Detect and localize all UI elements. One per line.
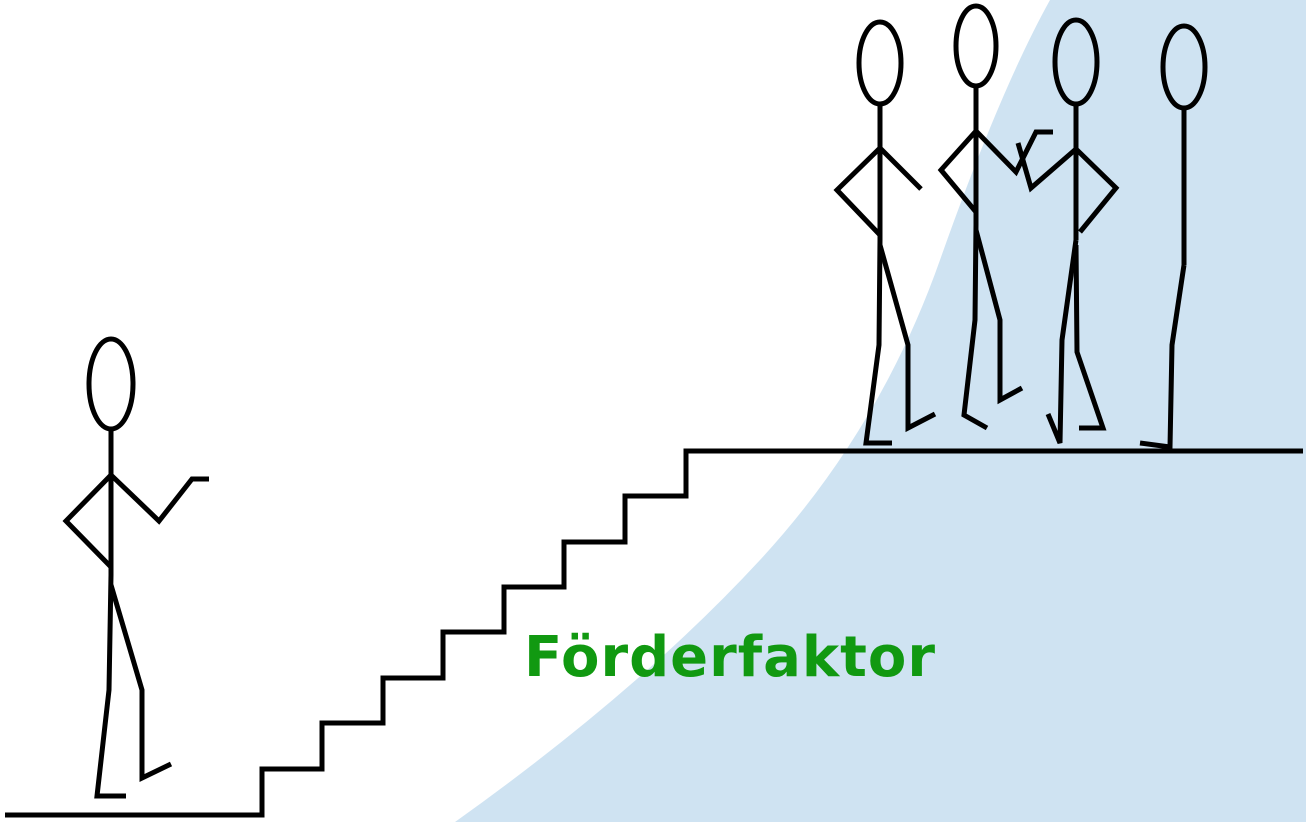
stick-figure-group-1 (833, 19, 937, 446)
stick-figure-group-4 (1139, 23, 1208, 450)
caption-label: Förderfaktor (524, 625, 937, 690)
stick-figure-group-3 (1015, 17, 1120, 444)
highlight-area (455, 0, 1306, 822)
stick-figure-group-2 (937, 3, 1053, 431)
staircase (5, 448, 1303, 818)
stick-figure-alone (62, 336, 209, 799)
